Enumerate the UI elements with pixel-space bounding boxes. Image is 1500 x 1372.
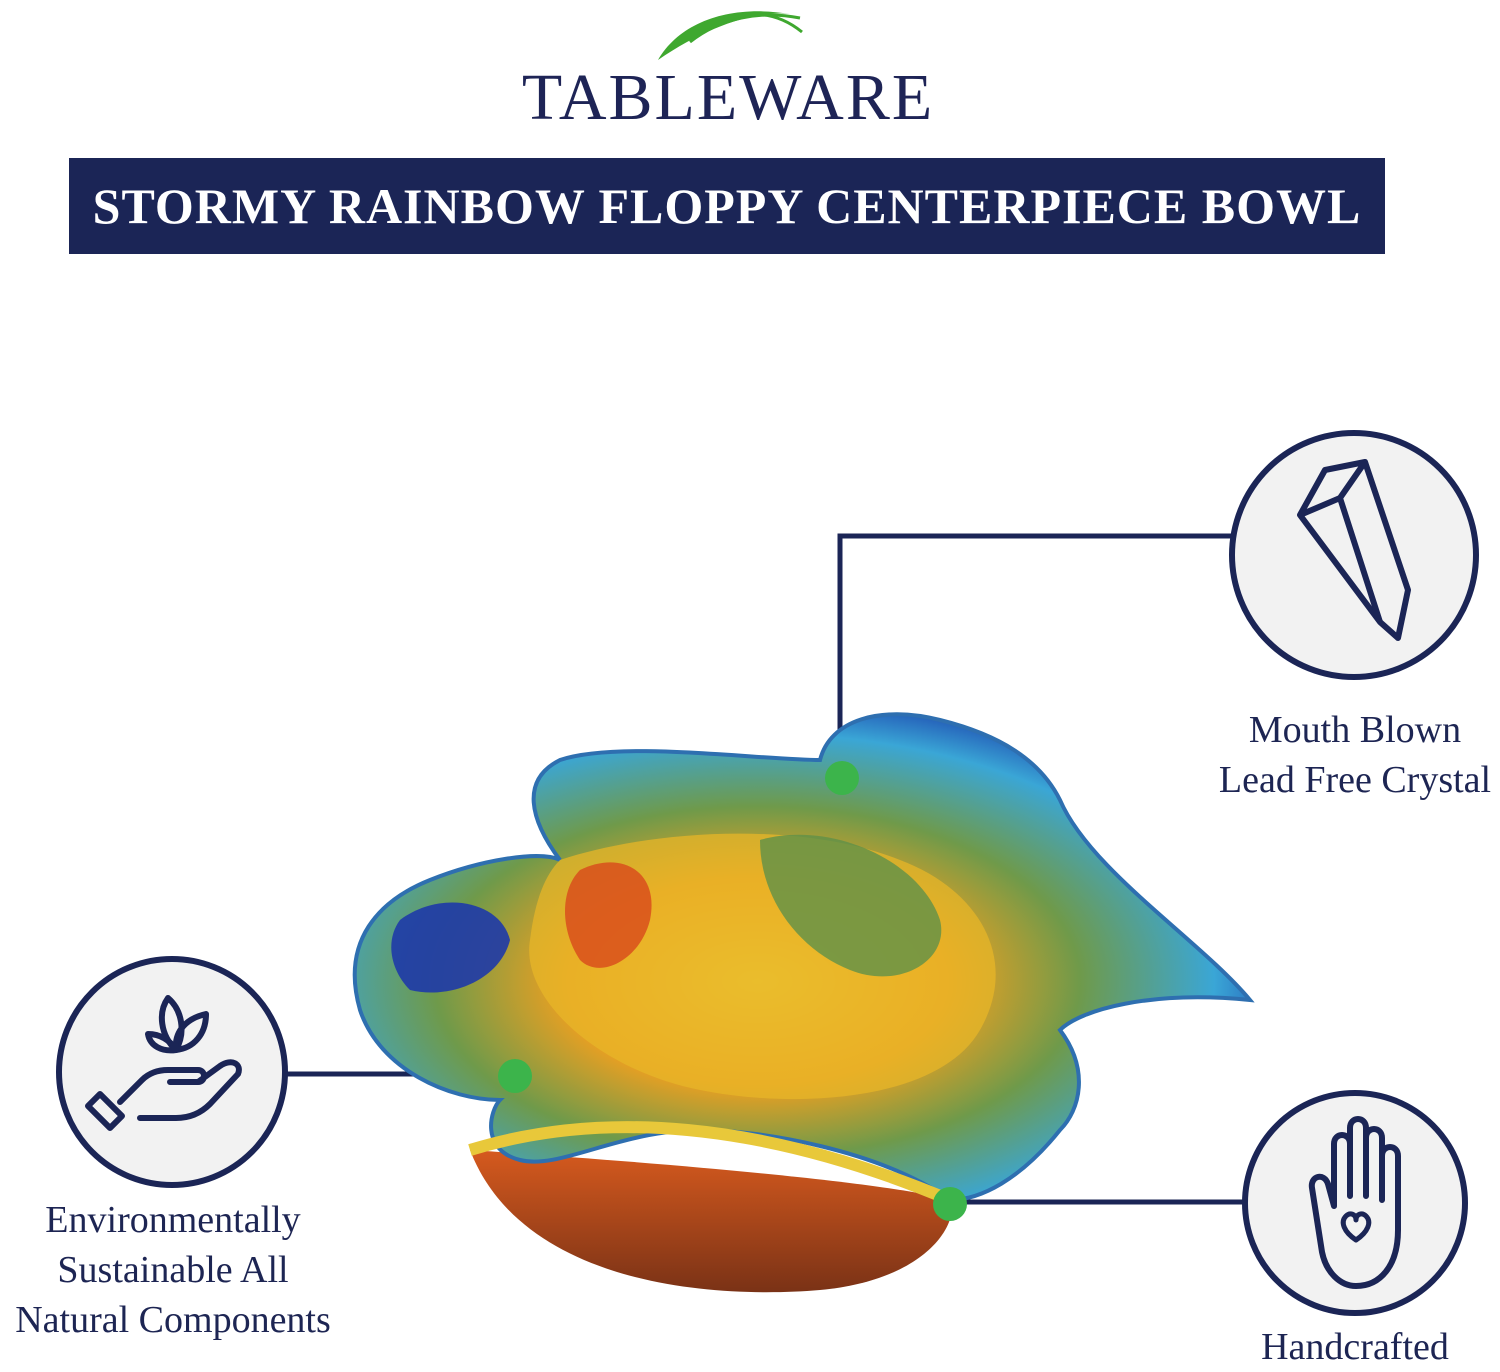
hand-heart-icon xyxy=(1242,1090,1468,1316)
feature-label-line: Handcrafted xyxy=(1261,1326,1449,1368)
feature-label-hand: Handcrafted xyxy=(1190,1322,1500,1372)
feature-label-line: Sustainable All xyxy=(57,1249,289,1291)
feature-label-line: Natural Components xyxy=(15,1299,331,1341)
crystal-icon xyxy=(1229,430,1479,680)
feature-label-crystal: Mouth Blown Lead Free Crystal xyxy=(1190,705,1500,805)
feature-label-line: Mouth Blown xyxy=(1248,709,1462,751)
leaf-logo-icon xyxy=(658,11,803,60)
marker-dot-hand xyxy=(933,1187,967,1221)
product-title: STORMY RAINBOW FLOPPY CENTERPIECE BOWL xyxy=(92,178,1362,234)
rainbow-bowl-image xyxy=(352,712,1255,1293)
marker-dot-crystal xyxy=(825,761,859,795)
brand-name: TABLEWARE xyxy=(521,61,935,134)
connector-line-crystal xyxy=(837,533,1232,778)
title-banner: STORMY RAINBOW FLOPPY CENTERPIECE BOWL xyxy=(69,158,1385,254)
feature-label-leaves: Environmentally Sustainable All Natural … xyxy=(0,1195,346,1345)
marker-dot-leaves xyxy=(498,1059,532,1093)
hand-leaves-icon xyxy=(56,956,288,1188)
feature-label-line: Environmentally xyxy=(45,1199,301,1241)
feature-label-line: Lead Free Crystal xyxy=(1218,759,1492,801)
